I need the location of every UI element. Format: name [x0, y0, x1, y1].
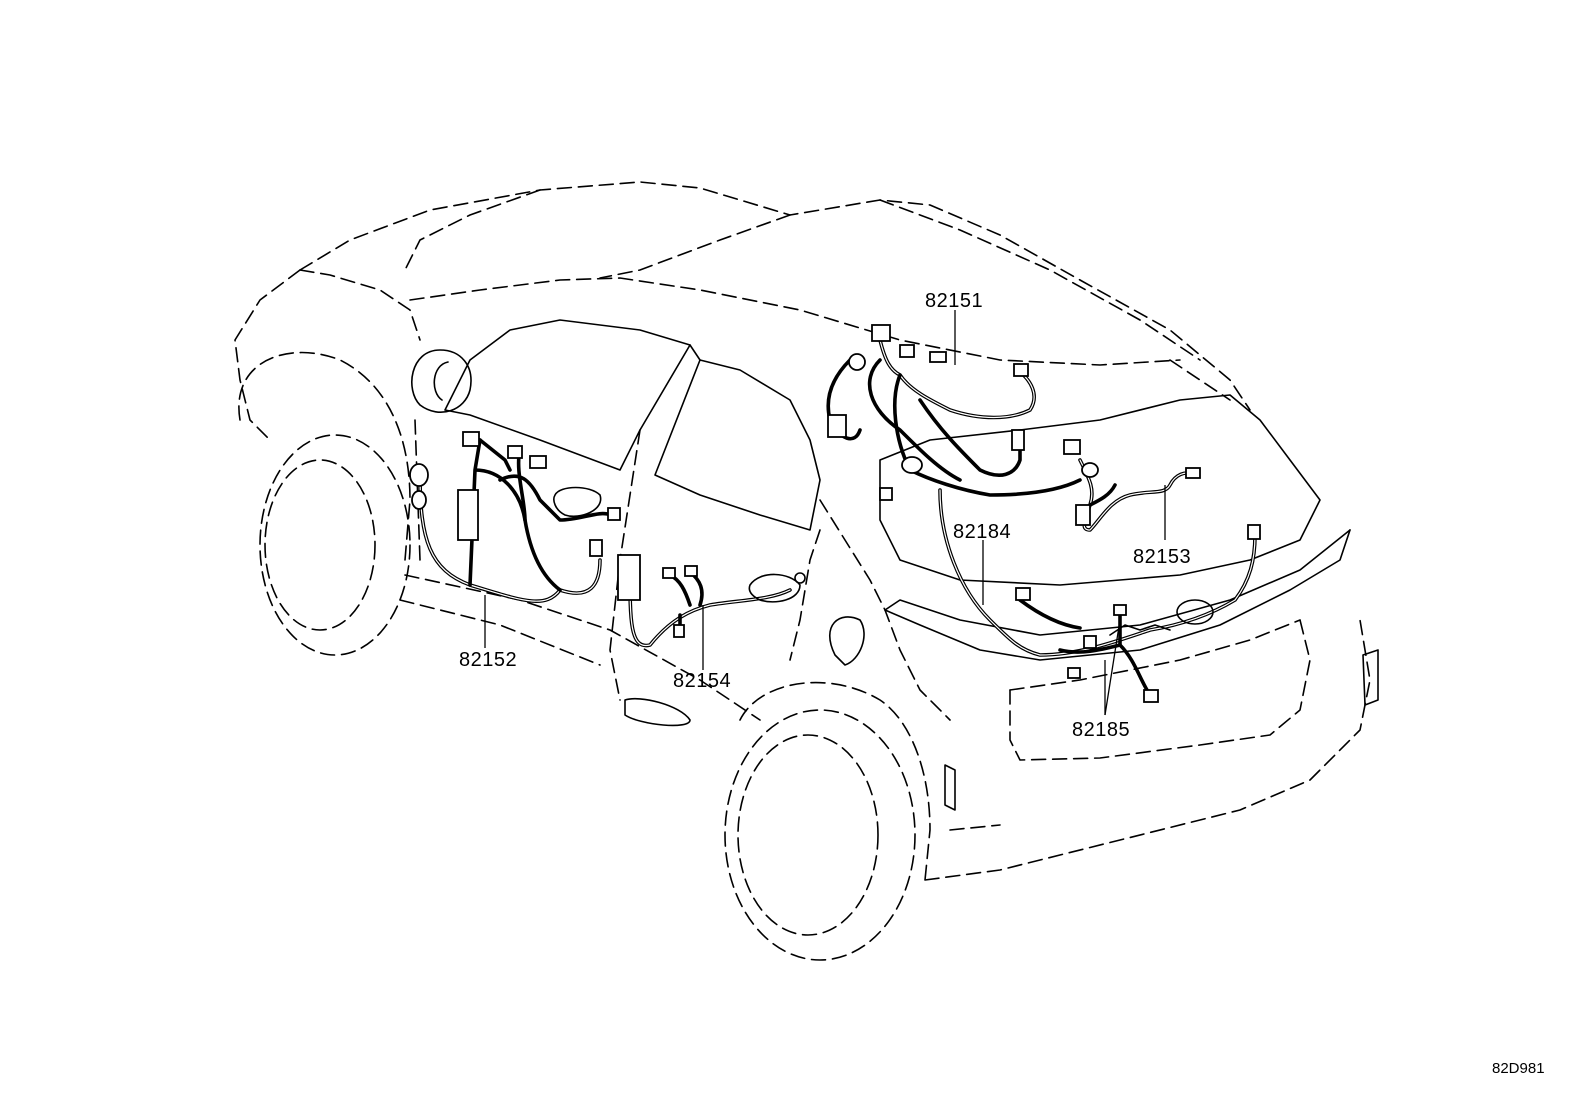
connector-icon — [1113, 604, 1127, 616]
connector-icon — [1075, 504, 1091, 526]
connector-icon — [1143, 689, 1159, 703]
license-lamp-icon — [1109, 624, 1171, 636]
connector-icon — [684, 565, 698, 577]
speaker-icon — [748, 573, 801, 603]
leader-lines — [484, 310, 1166, 716]
part-label-82184: 82184 — [953, 521, 1011, 543]
connector-icon — [1247, 524, 1261, 540]
emblem-icon — [1176, 599, 1214, 625]
grommet-icon — [848, 353, 866, 371]
part-label-82153: 82153 — [1133, 546, 1191, 568]
connector-icon — [662, 567, 676, 579]
part-label-82185: 82185 — [1072, 719, 1130, 741]
part-label-82154: 82154 — [673, 670, 731, 692]
harness-82185 — [1058, 604, 1171, 703]
connector-icon — [899, 344, 915, 358]
grommet-icon — [901, 456, 923, 474]
grommet-icon — [409, 463, 429, 487]
grommet-icon — [411, 490, 427, 510]
connector-icon — [1011, 429, 1025, 451]
connector-icon — [529, 455, 547, 469]
speaker-icon — [553, 486, 602, 517]
connector-icon — [1015, 587, 1031, 601]
connector-icon — [673, 624, 685, 638]
clip-icon — [794, 572, 806, 584]
connector-icon — [617, 554, 641, 601]
harness-82153 — [1075, 458, 1201, 532]
connector-icon — [507, 445, 523, 459]
harness-82154 — [617, 554, 806, 648]
connector-icon — [607, 507, 621, 521]
connector-icon — [457, 489, 479, 541]
part-label-82152: 82152 — [459, 649, 517, 671]
connector-icon — [929, 351, 947, 363]
connector-icon — [589, 539, 603, 557]
connector-icon — [462, 431, 480, 447]
connector-icon — [871, 324, 891, 342]
connector-icon — [1185, 467, 1201, 479]
connector-icon — [1013, 363, 1029, 377]
part-label-82151: 82151 — [925, 290, 983, 312]
connector-icon — [879, 487, 893, 501]
connector-icon — [1067, 667, 1081, 679]
harness-82152 — [409, 431, 621, 603]
connector-icon — [1083, 635, 1097, 649]
grommet-icon — [1081, 462, 1099, 478]
figure-reference: 82D981 — [1492, 1060, 1545, 1077]
vehicle-body-outline — [234, 181, 1379, 961]
harness-82151 — [826, 324, 1082, 501]
harness-82184 — [938, 488, 1261, 657]
connector-icon — [1063, 439, 1081, 455]
connector-icon — [827, 414, 847, 438]
